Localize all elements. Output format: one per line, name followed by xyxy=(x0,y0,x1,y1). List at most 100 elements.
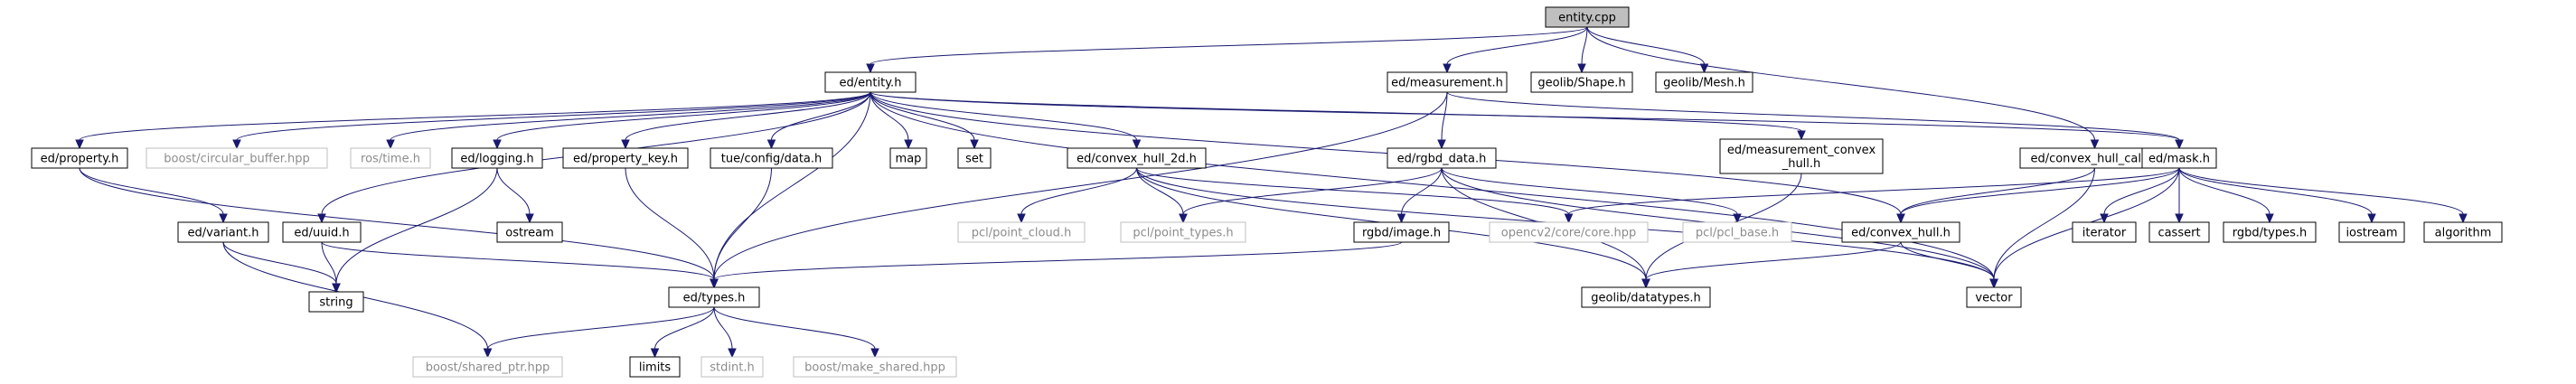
edge-line xyxy=(1900,167,2180,215)
node-ed-variant-h[interactable]: ed/variant.h xyxy=(177,221,269,243)
edge-ed-mask-h-to-opencv2-core-core-hpp xyxy=(1564,167,2180,224)
node-ed-rgbd-data-h[interactable]: ed/rgbd_data.h xyxy=(1387,147,1497,169)
edge-line xyxy=(870,91,1137,141)
edge-entity-cpp-to-ed-entity-h xyxy=(866,26,1588,74)
edge-ed-mask-h-to-ed-convex-hull-h xyxy=(1896,167,2180,224)
node-cassert[interactable]: cassert xyxy=(2148,221,2210,243)
node-rgbd-image-h[interactable]: rgbd/image.h xyxy=(1353,221,1450,243)
node-stdint-h[interactable]: stdint.h xyxy=(700,356,764,378)
edge-ed-mask-h-to-cassert xyxy=(2175,168,2184,224)
node-vector[interactable]: vector xyxy=(1966,286,2022,308)
node-entity-cpp[interactable]: entity.cpp xyxy=(1545,6,1630,28)
edge-line xyxy=(870,91,975,141)
arrowhead-icon xyxy=(2367,213,2376,224)
arrowhead-icon xyxy=(1179,213,1188,224)
arrowhead-icon xyxy=(710,278,719,289)
node-ed-logging-h[interactable]: ed/logging.h xyxy=(451,147,543,169)
node-box xyxy=(350,147,431,169)
node-pcl-point-types-h[interactable]: pcl/point_types.h xyxy=(1120,221,1246,243)
node-ed-uuid-h[interactable]: ed/uuid.h xyxy=(282,221,362,243)
node-ed-measurement-convex-hull-h[interactable]: ed/measurement_convex_hull.h xyxy=(1719,138,1884,174)
node-box xyxy=(308,291,364,313)
node-tue-config-data-h[interactable]: tue/config/data.h xyxy=(710,147,833,169)
node-ed-types-h[interactable]: ed/types.h xyxy=(668,286,760,308)
edge-line xyxy=(713,91,871,280)
edge-entity-cpp-to-geolib-shape-h xyxy=(1577,26,1588,74)
node-label: tue/config/data.h xyxy=(721,153,823,166)
edge-ed-rgbd-data-h-to-pcl-point-types-h xyxy=(1179,167,1443,224)
node-boost-make-shared-hpp[interactable]: boost/make_shared.hpp xyxy=(793,356,957,378)
node-rgbd-types-h[interactable]: rgbd/types.h xyxy=(2223,221,2317,243)
node-set[interactable]: set xyxy=(957,147,992,169)
node-ed-measurement-h[interactable]: ed/measurement.h xyxy=(1387,71,1508,93)
node-ros-time-h[interactable]: ros/time.h xyxy=(350,147,431,169)
edge-line xyxy=(1568,167,2180,215)
arrowhead-icon xyxy=(75,139,84,150)
edge-line xyxy=(1136,167,1569,215)
node-iostream[interactable]: iostream xyxy=(2338,221,2405,243)
node-label: ed/logging.h xyxy=(460,153,533,166)
edge-line xyxy=(1900,167,2095,215)
edge-line xyxy=(1182,167,1443,215)
arrowhead-icon xyxy=(1733,213,1742,224)
node-ed-property-h[interactable]: ed/property.h xyxy=(31,147,128,169)
node-ostream[interactable]: ostream xyxy=(496,221,563,243)
node-box xyxy=(451,147,543,169)
node-box xyxy=(824,71,917,93)
node-iterator[interactable]: iterator xyxy=(2072,221,2137,243)
node-label: geolib/Shape.h xyxy=(1537,77,1625,90)
node-box xyxy=(1530,71,1633,93)
arrowhead-icon xyxy=(970,139,979,150)
node-pcl-point-cloud-h[interactable]: pcl/point_cloud.h xyxy=(957,221,1086,243)
node-geolib-mesh-h[interactable]: geolib/Mesh.h xyxy=(1655,71,1753,93)
node-label: ed/property_key.h xyxy=(573,153,678,166)
node-boost-shared-ptr-hpp[interactable]: boost/shared_ptr.hpp xyxy=(412,356,563,378)
node-pcl-pcl-base-h[interactable]: pcl/pcl_base.h xyxy=(1682,221,1792,243)
edge-line xyxy=(2178,167,2270,215)
node-label: map xyxy=(896,153,922,166)
node-label: pcl/point_cloud.h xyxy=(972,227,1072,240)
edge-line xyxy=(1441,167,1738,215)
arrowhead-icon xyxy=(1437,139,1446,150)
node-ed-convex-hull-h[interactable]: ed/convex_hull.h xyxy=(1841,221,1960,243)
node-opencv2-core-core-hpp[interactable]: opencv2/core/core.hpp xyxy=(1489,221,1649,243)
node-label: ed/variant.h xyxy=(188,227,259,240)
node-label: rgbd/image.h xyxy=(1362,227,1441,240)
edge-ed-uuid-h-to-string xyxy=(321,241,341,294)
node-box xyxy=(1966,286,2022,308)
edge-ed-measurement-h-to-ed-rgbd-data-h xyxy=(1437,91,1448,150)
edge-ed-mask-h-to-rgbd-types-h xyxy=(2178,167,2274,224)
node-boost-circular-buffer[interactable]: boost/circular_buffer.hpp xyxy=(146,147,328,169)
node-label: ed/uuid.h xyxy=(294,227,349,240)
edge-ed-logging-h-to-ostream xyxy=(496,167,534,224)
edge-ed-rgbd-data-h-to-rgbd-image-h xyxy=(1396,167,1443,224)
arrowhead-icon xyxy=(1443,63,1452,74)
arrowhead-icon xyxy=(219,213,228,224)
node-label: boost/shared_ptr.hpp xyxy=(426,361,550,375)
edge-line xyxy=(1446,91,2180,141)
node-string[interactable]: string xyxy=(308,291,364,313)
arrowhead-icon xyxy=(1564,213,1574,224)
edge-ed-convex-hull-2d-h-to-pcl-point-cloud-h xyxy=(1017,167,1137,224)
node-box xyxy=(1545,6,1630,28)
node-label: ed/convex_hull_calc.h xyxy=(2030,153,2158,166)
node-geolib-datatypes-h[interactable]: geolib/datatypes.h xyxy=(1581,286,1711,308)
edge-line xyxy=(496,167,531,215)
node-algorithm[interactable]: algorithm xyxy=(2423,221,2503,243)
edge-ed-entity-h-to-ed-property-key-h xyxy=(621,91,871,150)
edge-ed-property-h-to-ed-types-h xyxy=(79,167,719,289)
arrowhead-icon xyxy=(2265,213,2274,224)
node-ed-property-key-h[interactable]: ed/property_key.h xyxy=(562,147,689,169)
edge-line xyxy=(1446,26,1588,65)
node-label: ed/measurement_convex xyxy=(1727,144,1876,157)
node-ed-convex-hull-2d-h[interactable]: ed/convex_hull_2d.h xyxy=(1067,147,1207,169)
arrowhead-icon xyxy=(1641,278,1650,289)
node-label: ed/convex_hull.h xyxy=(1851,227,1951,240)
node-map[interactable]: map xyxy=(889,147,927,169)
node-ed-entity-h[interactable]: ed/entity.h xyxy=(824,71,917,93)
node-limits[interactable]: limits xyxy=(629,356,681,378)
edge-line xyxy=(1586,26,1705,65)
node-ed-mask-h[interactable]: ed/mask.h xyxy=(2141,147,2217,169)
edge-entity-cpp-to-geolib-mesh-h xyxy=(1586,26,1709,74)
node-geolib-shape-h[interactable]: geolib/Shape.h xyxy=(1530,71,1633,93)
